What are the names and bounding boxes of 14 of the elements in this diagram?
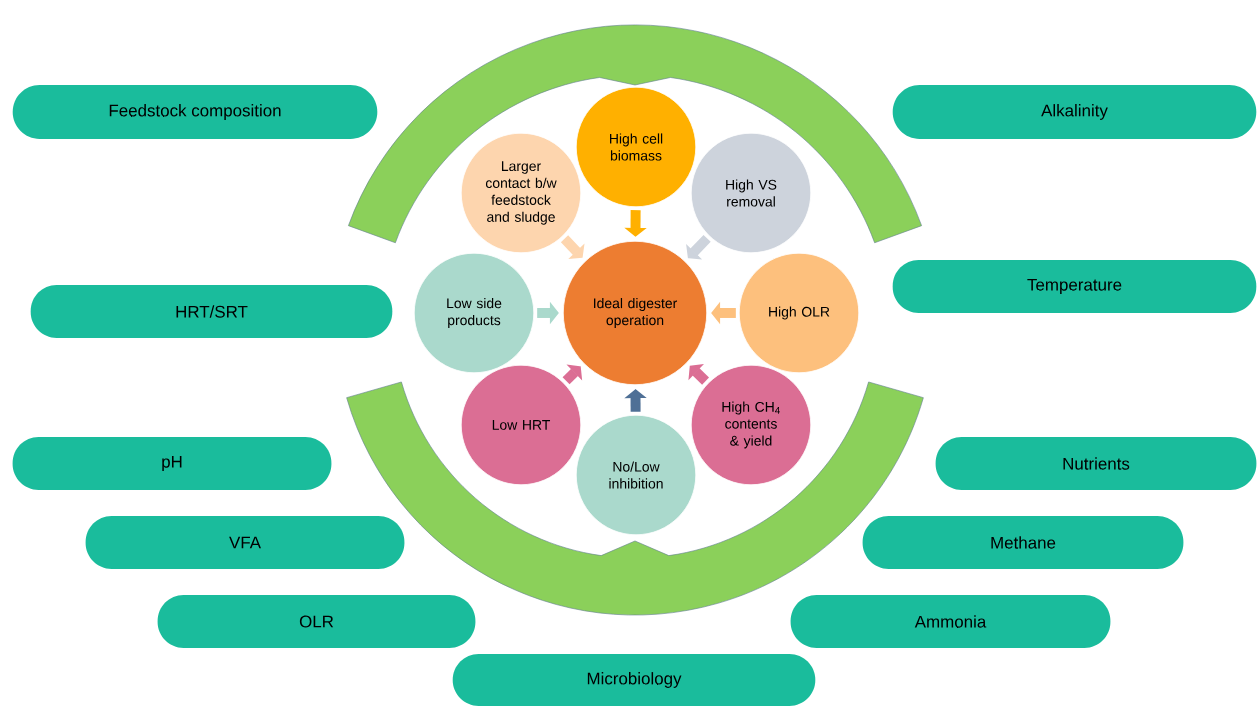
- factor-pill: Ammonia: [790, 595, 1111, 648]
- factor-pill: Temperature: [892, 260, 1257, 313]
- block-arrow: [686, 234, 711, 260]
- factor-pill: VFA: [85, 516, 405, 569]
- factor-pill: Nutrients: [935, 437, 1257, 490]
- factor-pill: Alkalinity: [892, 85, 1257, 139]
- factor-pill: Feedstock composition: [12, 85, 378, 139]
- factor-pill: Methane: [862, 516, 1184, 569]
- factor-pill: OLR: [157, 595, 476, 648]
- factor-pill: pH: [12, 437, 332, 490]
- factor-pill: HRT/SRT: [30, 285, 393, 338]
- block-arrow: [688, 364, 710, 385]
- factor-pill: Microbiology: [452, 654, 816, 706]
- block-arrow: [560, 235, 585, 259]
